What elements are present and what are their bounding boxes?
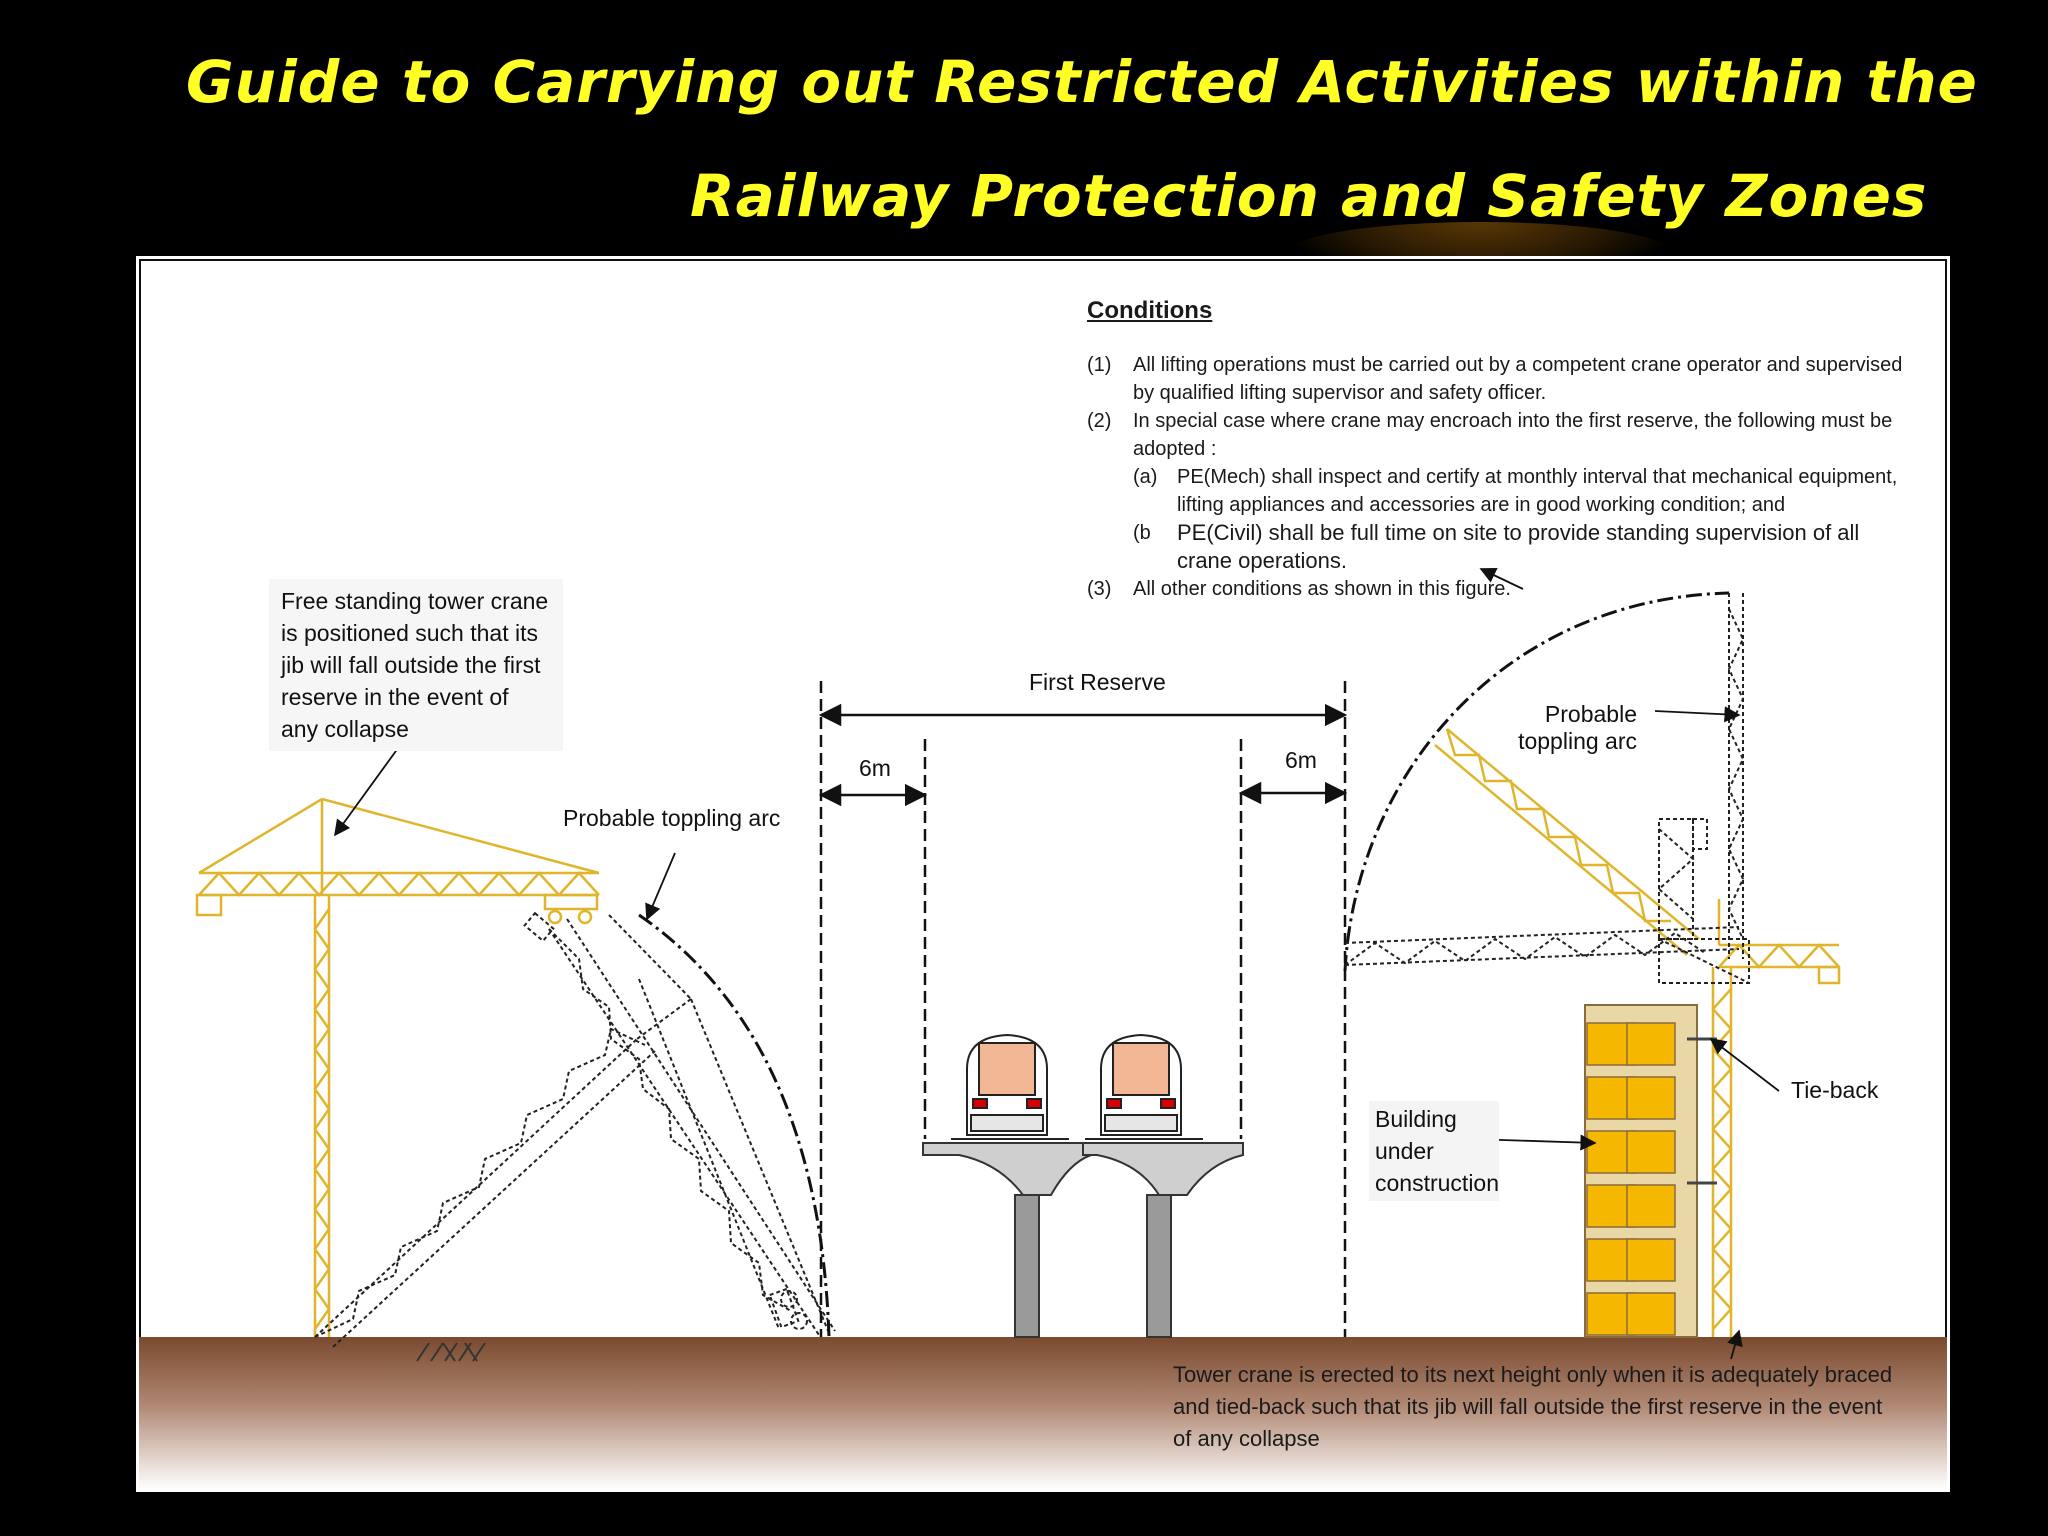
viaduct	[922, 1142, 1244, 1338]
condition-subitem: (a) PE(Mech) shall inspect and certify a…	[1087, 463, 1907, 519]
left-tower-crane	[195, 797, 600, 1337]
diagram-canvas	[139, 567, 1947, 1489]
toppling-arc-right-label: Probable toppling arc	[1518, 701, 1637, 754]
condition-item: (1) All lifting operations must be carri…	[1087, 351, 1907, 407]
right-toppling-arc	[1343, 591, 1730, 972]
condition-sub-text: PE(Civil) shall be full time on site to …	[1177, 520, 1860, 573]
condition-item: (3) All other conditions as shown in thi…	[1087, 575, 1907, 603]
foundation-hatch	[416, 1342, 486, 1362]
train-left	[951, 1033, 1069, 1140]
condition-sub-text: PE(Mech) shall inspect and certify at mo…	[1177, 466, 1898, 516]
condition-text: In special case where crane may encroach…	[1133, 410, 1893, 460]
condition-sub-number: (b	[1133, 522, 1151, 544]
diagram-frame: Conditions (1) All lifting operations mu…	[136, 256, 1950, 1492]
left-collapsed-crane	[314, 911, 836, 1348]
slide-title-line-1: Guide to Carrying out Restricted Activit…	[186, 48, 1978, 116]
six-m-left-label: 6m	[859, 755, 891, 781]
building-under-construction	[1584, 1004, 1717, 1338]
condition-item: (2) In special case where crane may encr…	[1087, 407, 1907, 463]
condition-number: (1)	[1087, 354, 1112, 376]
condition-text: All other conditions as shown in this fi…	[1133, 578, 1511, 600]
six-m-right-label: 6m	[1285, 747, 1317, 773]
ground	[139, 1337, 1947, 1489]
conditions-heading: Conditions	[1087, 297, 1213, 324]
right-crane-outline	[1344, 593, 1750, 984]
first-reserve-boundaries	[819, 681, 1347, 1337]
tie-back-label: Tie-back	[1791, 1077, 1879, 1103]
condition-sub-number: (a)	[1133, 466, 1158, 488]
left-toppling-arc	[638, 913, 831, 1338]
right-tower-crane	[1434, 728, 1841, 1337]
slide-title-line-2: Railway Protection and Safety Zones	[690, 162, 1928, 230]
free-standing-crane-note: Free standing tower crane is positioned …	[269, 579, 563, 751]
building-label: Building under construction	[1369, 1101, 1499, 1201]
condition-text: All lifting operations must be carried o…	[1133, 354, 1903, 404]
conditions-list: (1) All lifting operations must be carri…	[1087, 351, 1907, 603]
condition-number: (3)	[1087, 578, 1112, 600]
bottom-note: Tower crane is erected to its next heigh…	[1173, 1362, 1893, 1451]
train-right	[1085, 1033, 1203, 1140]
condition-number: (2)	[1087, 410, 1112, 432]
first-reserve-label: First Reserve	[1029, 669, 1166, 695]
toppling-arc-left-label: Probable toppling arc	[563, 805, 781, 831]
condition-subitem: (b PE(Civil) shall be full time on site …	[1087, 519, 1907, 575]
